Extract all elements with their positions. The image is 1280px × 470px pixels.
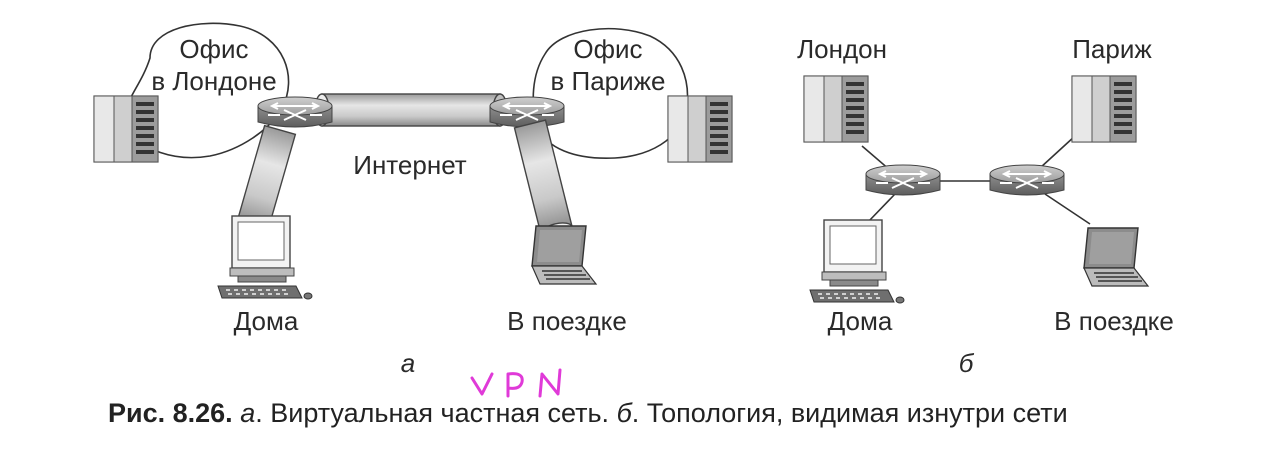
paris-server-icon-b bbox=[1071, 75, 1137, 143]
london-router-icon bbox=[257, 96, 333, 128]
home-desktop-icon bbox=[217, 215, 313, 300]
paris-router-icon-b bbox=[989, 164, 1065, 196]
london-server-icon-b bbox=[803, 75, 869, 143]
office-paris-line2: в Париже bbox=[550, 66, 665, 96]
paris-server-icon bbox=[667, 95, 733, 163]
travel-tunnel bbox=[513, 119, 573, 240]
london-router-icon-b bbox=[865, 164, 941, 196]
panel-a-label: а bbox=[401, 348, 415, 378]
figure-caption: Рис. 8.26. а. Виртуальная частная сеть. … bbox=[108, 398, 1068, 429]
travel-label-b: В поездке bbox=[1054, 306, 1174, 336]
internet-tunnel bbox=[314, 93, 508, 127]
home-desktop-icon-b bbox=[809, 219, 905, 304]
london-label: Лондон bbox=[797, 34, 887, 64]
caption-a-text: . Виртуальная частная сеть. bbox=[255, 398, 617, 428]
caption-number: Рис. 8.26. bbox=[108, 398, 233, 428]
panel-a: Офис в Лондоне Офис в Париже Интернет До… bbox=[93, 22, 733, 378]
paris-router-icon bbox=[489, 96, 565, 128]
office-london-line2: в Лондоне bbox=[151, 66, 276, 96]
panel-b-label: б bbox=[959, 348, 975, 378]
caption-b-text: . Топология, видимая изнутри сети bbox=[631, 398, 1068, 428]
office-paris-line1: Офис bbox=[573, 34, 642, 64]
travel-laptop-icon-b bbox=[1083, 227, 1149, 287]
handwritten-vpn-note bbox=[470, 368, 562, 398]
home-label-b: Дома bbox=[828, 306, 893, 336]
travel-label: В поездке bbox=[507, 306, 627, 336]
office-london-line1: Офис bbox=[179, 34, 248, 64]
caption-a-label: а bbox=[240, 398, 256, 428]
home-label: Дома bbox=[234, 306, 299, 336]
paris-label: Париж bbox=[1072, 34, 1152, 64]
caption-b-label: б bbox=[616, 398, 632, 428]
london-server-icon bbox=[93, 95, 159, 163]
travel-laptop-icon bbox=[531, 225, 597, 285]
panel-b: Лондон Париж Дома В поездке б bbox=[797, 34, 1174, 378]
internet-label: Интернет bbox=[353, 150, 467, 180]
